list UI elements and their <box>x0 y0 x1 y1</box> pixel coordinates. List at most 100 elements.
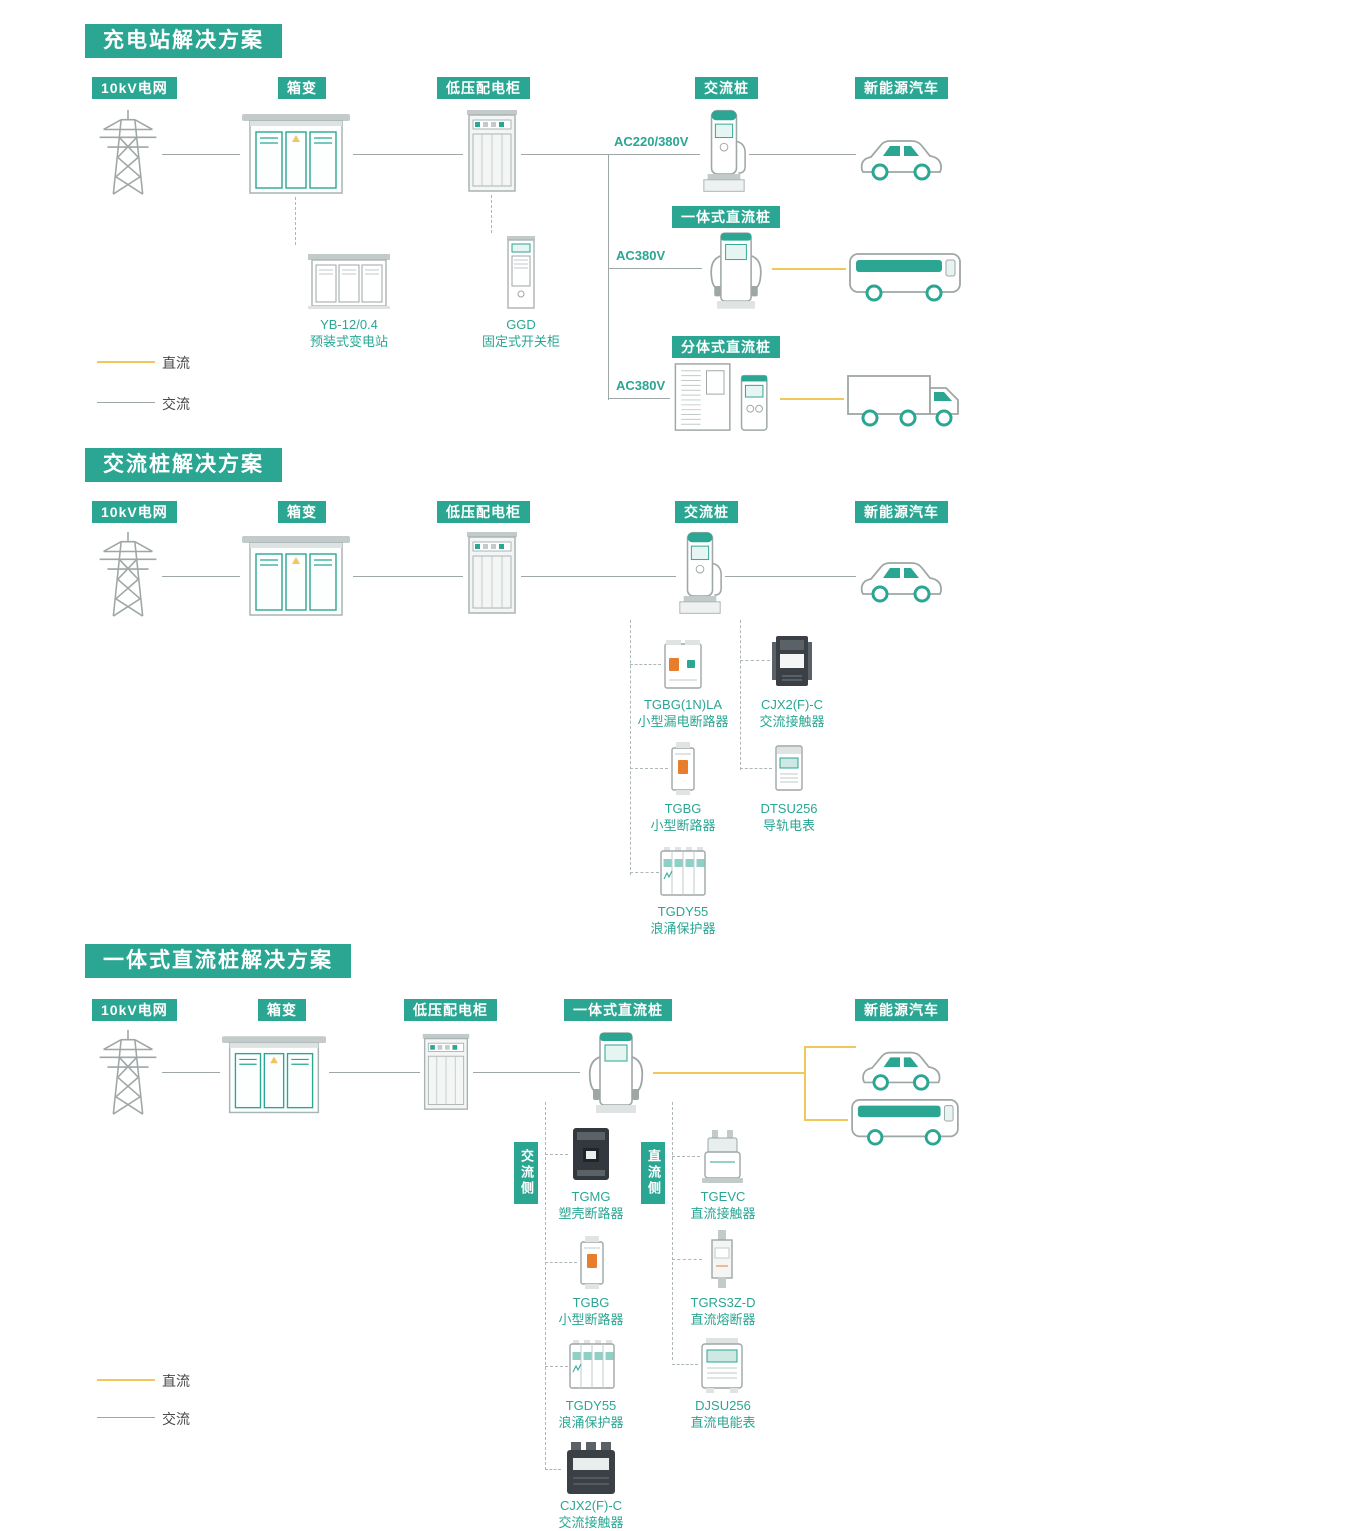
legend-ac-line <box>97 402 155 403</box>
caption-tgevc: TGEVC 直流接触器 <box>648 1188 798 1222</box>
dashed-line <box>672 1364 698 1365</box>
caption-tgrs3zd-desc: 直流熔断器 <box>690 1312 756 1327</box>
ac-charging-pile-icon <box>700 106 748 196</box>
s1-badge-lv-cabinet: 低压配电柜 <box>437 77 530 99</box>
s3-badge-ac-side: 交流侧 <box>514 1142 538 1204</box>
caption-tgdy55-s3: TGDY55 浪涌保护器 <box>516 1397 666 1431</box>
dashed-line <box>672 1156 700 1157</box>
caption-tgrs3zd-name: TGRS3Z-D <box>690 1295 756 1310</box>
s1-badge-ac-pile: 交流桩 <box>695 77 758 99</box>
caption-ggd-desc: 固定式开关柜 <box>481 334 560 349</box>
caption-cjx2: CJX2(F)-C 交流接触器 <box>717 696 867 730</box>
mccb-breaker-icon <box>568 1124 614 1184</box>
voltage-label-ac380-b: AC380V <box>616 378 666 393</box>
s2-badge-ac-pile: 交流桩 <box>675 501 738 523</box>
transmission-tower-icon <box>95 528 161 618</box>
surge-protector-icon <box>568 1338 616 1393</box>
box-transformer-icon <box>240 104 352 196</box>
caption-yb12-desc: 预装式变电站 <box>309 334 388 349</box>
s3-badge-integrated-dc-pile: 一体式直流桩 <box>564 999 672 1021</box>
dc-fuse-icon <box>702 1228 742 1290</box>
caption-tgbg-desc: 小型断路器 <box>650 818 716 833</box>
s2-badge-10kv-grid: 10kV电网 <box>92 501 177 523</box>
dc-contactor-icon <box>700 1128 745 1184</box>
connector-line <box>353 154 463 155</box>
dashed-line <box>545 1102 546 1470</box>
caption-dtsu256: DTSU256 导轨电表 <box>714 800 864 834</box>
mcb-breaker-icon <box>577 1234 607 1290</box>
caption-tgdy55-name: TGDY55 <box>657 904 709 919</box>
car-icon <box>856 552 944 606</box>
dashed-line <box>740 768 772 769</box>
connector-line <box>725 576 856 577</box>
caption-tgdy55-desc: 浪涌保护器 <box>650 921 716 936</box>
connector-line <box>162 1072 220 1073</box>
box-transformer-icon <box>240 526 352 618</box>
connector-line <box>749 154 856 155</box>
dashed-line <box>295 197 296 245</box>
voltage-label-ac380-a: AC380V <box>616 248 666 263</box>
caption-tgevc-name: TGEVC <box>700 1189 746 1204</box>
connector-line <box>521 576 676 577</box>
dashed-line <box>545 1154 568 1155</box>
caption-tgmg-name: TGMG <box>571 1189 611 1204</box>
dashed-line <box>630 768 668 769</box>
caption-tgrs3zd: TGRS3Z-D 直流熔断器 <box>648 1294 798 1328</box>
dc-connector-line <box>804 1046 806 1120</box>
din-rail-meter-icon <box>772 742 806 794</box>
caption-tgmg-desc: 塑壳断路器 <box>558 1206 624 1221</box>
s3-badge-dc-side: 直流侧 <box>641 1142 665 1204</box>
dc-energy-meter-icon <box>698 1336 746 1394</box>
legend-ac-label: 交流 <box>162 1411 190 1427</box>
connector-line <box>473 1072 580 1073</box>
voltage-label-ac220-380: AC220/380V <box>614 134 689 149</box>
dashed-line <box>545 1262 577 1263</box>
dc-connector-line <box>804 1119 848 1121</box>
caption-cjx2-s3-desc: 交流接触器 <box>558 1515 624 1530</box>
caption-djsu256-name: DJSU256 <box>695 1398 751 1413</box>
surge-protector-icon <box>659 845 707 900</box>
caption-yb12: YB-12/0.4 预装式变电站 <box>274 316 424 350</box>
section2-title: 交流桩解决方案 <box>103 453 264 476</box>
caption-tgbg-s3-name: TGBG <box>572 1295 610 1310</box>
caption-tgbg1nla-desc: 小型漏电断路器 <box>637 714 729 729</box>
caption-djsu256-desc: 直流电能表 <box>690 1415 756 1430</box>
s3-badge-ev: 新能源汽车 <box>855 999 948 1021</box>
ac-contactor-icon <box>770 632 814 690</box>
dc-connector-line <box>772 268 846 270</box>
legend-ac-label: 交流 <box>162 396 190 412</box>
dashed-line <box>630 664 661 665</box>
dashed-line <box>740 620 741 770</box>
caption-tgbg-name: TGBG <box>664 801 702 816</box>
s2-badge-ev: 新能源汽车 <box>855 501 948 523</box>
dashed-line <box>545 1366 568 1367</box>
s1-badge-integrated-dc-pile: 一体式直流桩 <box>672 206 780 228</box>
connector-line <box>329 1072 420 1073</box>
caption-cjx2-desc: 交流接触器 <box>759 714 825 729</box>
caption-ggd-name: GGD <box>506 317 536 332</box>
connector-line <box>162 154 240 155</box>
dc-connector-line <box>653 1072 804 1074</box>
connector-line <box>608 268 702 269</box>
caption-cjx2-s3-name: CJX2(F)-C <box>559 1498 623 1513</box>
s1-badge-box-transformer: 箱变 <box>278 77 326 99</box>
s1-badge-split-dc-pile: 分体式直流桩 <box>672 336 780 358</box>
s1-badge-10kv-grid: 10kV电网 <box>92 77 177 99</box>
dc-charging-pile-icon <box>702 226 770 312</box>
s3-badge-lv-cabinet: 低压配电柜 <box>404 999 497 1021</box>
connector-line <box>521 154 700 155</box>
caption-tgbg-s3: TGBG 小型断路器 <box>516 1294 666 1328</box>
connector-line <box>608 398 670 399</box>
s3-badge-10kv-grid: 10kV电网 <box>92 999 177 1021</box>
lv-cabinet-icon <box>420 1030 472 1114</box>
ggd-cabinet-icon <box>504 234 538 312</box>
split-dc-pile-icon <box>672 362 778 434</box>
dashed-line <box>630 872 659 873</box>
dashed-line <box>491 195 492 233</box>
dashed-line <box>672 1102 673 1360</box>
section3-title: 一体式直流桩解决方案 <box>103 949 333 972</box>
caption-tgdy55-s3-desc: 浪涌保护器 <box>558 1415 624 1430</box>
legend-dc-line <box>97 361 155 363</box>
car-icon <box>856 130 944 184</box>
ac-contactor-large-icon <box>561 1440 621 1498</box>
